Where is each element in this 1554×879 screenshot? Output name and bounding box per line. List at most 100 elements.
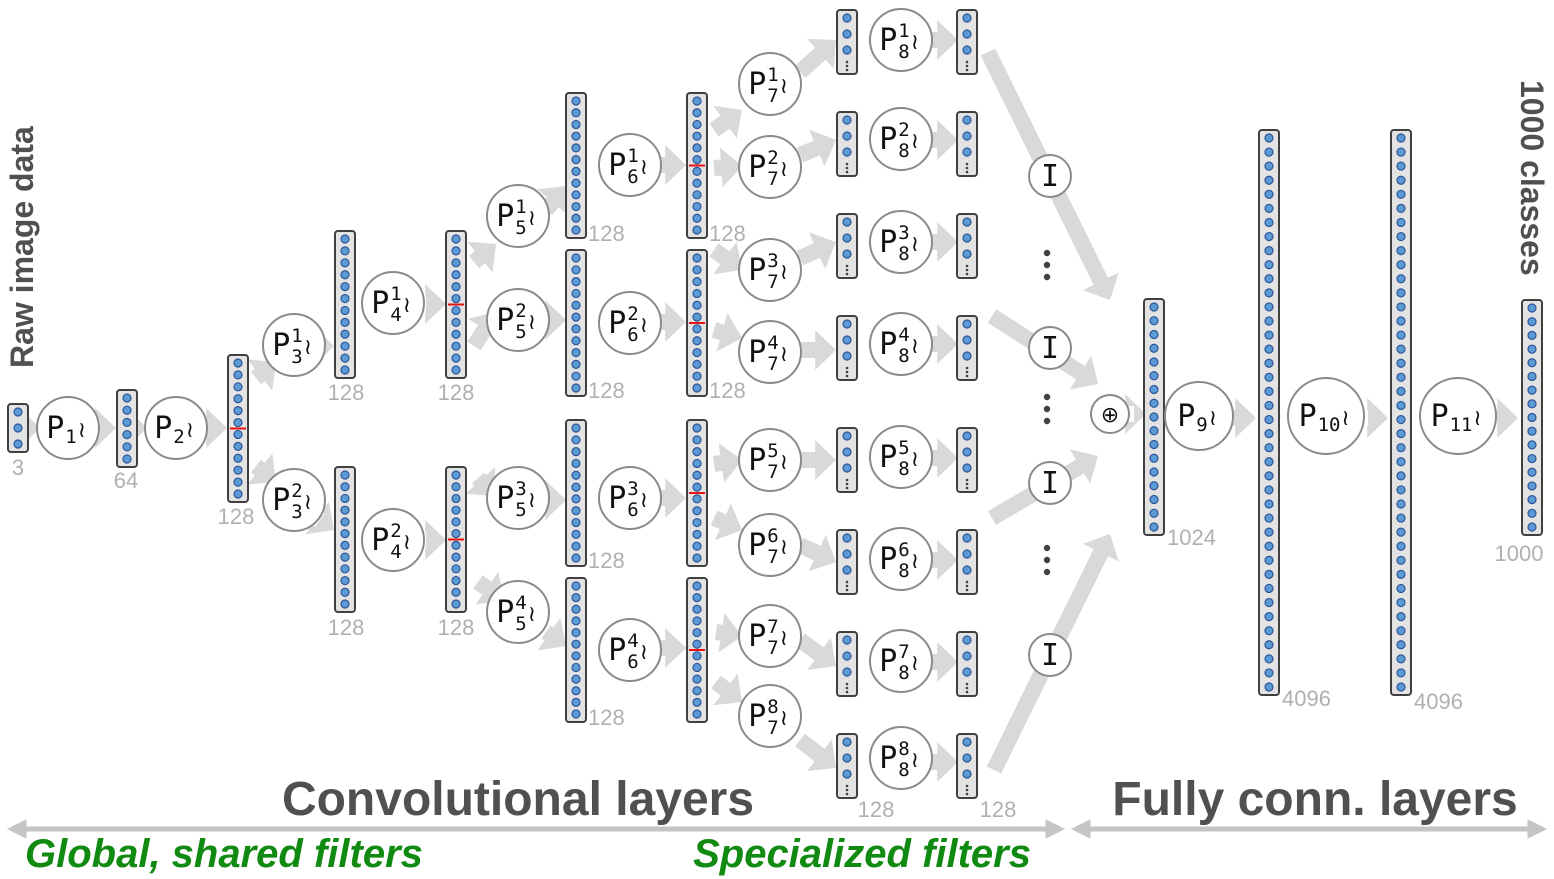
neuron — [962, 335, 972, 345]
ellipsis-dot — [845, 60, 849, 64]
vector-p8-7 — [956, 631, 978, 697]
operator-base: P — [371, 286, 389, 321]
flow-arrow-42 — [930, 324, 958, 364]
flow-arrow-29 — [714, 613, 742, 653]
neuron — [1527, 344, 1537, 354]
neuron — [571, 131, 581, 141]
operator-sub: 6 — [627, 324, 638, 346]
operator-sup: 5 — [767, 440, 778, 462]
vector-box — [116, 389, 138, 468]
tilde-symbol: ≀ — [304, 335, 312, 360]
neuron — [1264, 288, 1274, 298]
operator-base: P — [879, 23, 897, 58]
neuron — [1527, 522, 1537, 532]
neuron — [13, 439, 23, 449]
neuron — [692, 697, 702, 707]
neuron — [1264, 471, 1274, 481]
neuron — [1396, 189, 1406, 199]
neuron — [962, 533, 972, 543]
flow-arrow-36 — [796, 535, 836, 572]
operator-base: P — [748, 335, 766, 370]
operator-sup: 7 — [767, 616, 778, 638]
flow-arrow-51 — [1125, 394, 1146, 434]
vector-box — [334, 230, 356, 379]
ellipsis-dot — [1043, 249, 1051, 257]
size-p6-1: 128 — [709, 221, 746, 246]
neuron — [1149, 481, 1159, 491]
neuron — [692, 277, 702, 287]
neuron — [1264, 414, 1274, 425]
flow-arrow-37 — [795, 633, 836, 670]
flow-arrow-45 — [930, 642, 958, 682]
ellipsis-dot — [845, 162, 849, 166]
operator-circle — [598, 466, 662, 530]
operator-sup: 2 — [627, 303, 638, 325]
neuron — [451, 505, 461, 515]
neuron — [692, 324, 702, 334]
neuron — [962, 431, 972, 441]
ellipsis-dot — [845, 170, 849, 174]
neuron — [1264, 555, 1274, 565]
neuron — [1264, 133, 1274, 143]
neuron — [122, 430, 132, 440]
tilde-symbol: ≀ — [528, 488, 536, 513]
neuron — [1396, 485, 1406, 495]
operator-circle — [869, 527, 933, 591]
input-vector — [7, 403, 29, 453]
ellipsis-dot — [845, 482, 849, 486]
output-vector — [1521, 299, 1543, 536]
flow-arrow-52 — [1232, 398, 1256, 438]
neuron — [1264, 668, 1274, 678]
flow-arrow-21 — [660, 478, 686, 518]
tilde-symbol: ≀ — [911, 748, 919, 773]
vector-p7-5 — [836, 427, 858, 493]
neuron — [1149, 508, 1159, 518]
neuron — [842, 131, 852, 141]
neuron — [1396, 654, 1406, 664]
feature-vectors — [7, 9, 1543, 799]
flow-arrow-53 — [1367, 398, 1388, 438]
neuron — [962, 351, 972, 361]
neuron — [1527, 440, 1537, 450]
neuron — [1396, 457, 1406, 467]
identity-operator-3: I — [1028, 461, 1072, 505]
neuron — [692, 435, 702, 445]
vertical-ellipsis-1 — [1043, 249, 1051, 281]
neuron — [1264, 274, 1274, 284]
neuron — [842, 667, 852, 677]
operator-sub: 7 — [767, 717, 778, 739]
flow-arrow-10 — [425, 520, 446, 560]
flow-arrow-32 — [796, 129, 836, 167]
flow-arrow-20 — [660, 302, 686, 342]
neuron — [451, 341, 461, 351]
neuron — [340, 482, 350, 492]
neuron — [1149, 467, 1159, 477]
flow-arrow-28 — [710, 503, 742, 541]
size-p5-3: 128 — [588, 548, 625, 573]
conv-span-arrow-left-head — [6, 819, 27, 839]
operator-sub: 11 — [1450, 414, 1473, 436]
neuron — [571, 225, 581, 235]
neuron — [451, 282, 461, 292]
neuron — [842, 319, 852, 329]
neuron — [692, 213, 702, 223]
ellipsis-dot — [965, 60, 969, 64]
neuron — [571, 265, 581, 275]
neuron — [962, 29, 972, 39]
neuron — [1149, 494, 1159, 505]
identity-circle — [1028, 461, 1072, 505]
vector-p6-1 — [686, 92, 708, 239]
neuron — [451, 587, 461, 597]
operator-sup: 4 — [627, 630, 638, 652]
neuron — [842, 753, 852, 763]
neuron — [1396, 386, 1406, 396]
neuron — [451, 470, 461, 480]
ellipsis-dot — [965, 690, 969, 694]
operator-sup: 2 — [767, 147, 778, 169]
